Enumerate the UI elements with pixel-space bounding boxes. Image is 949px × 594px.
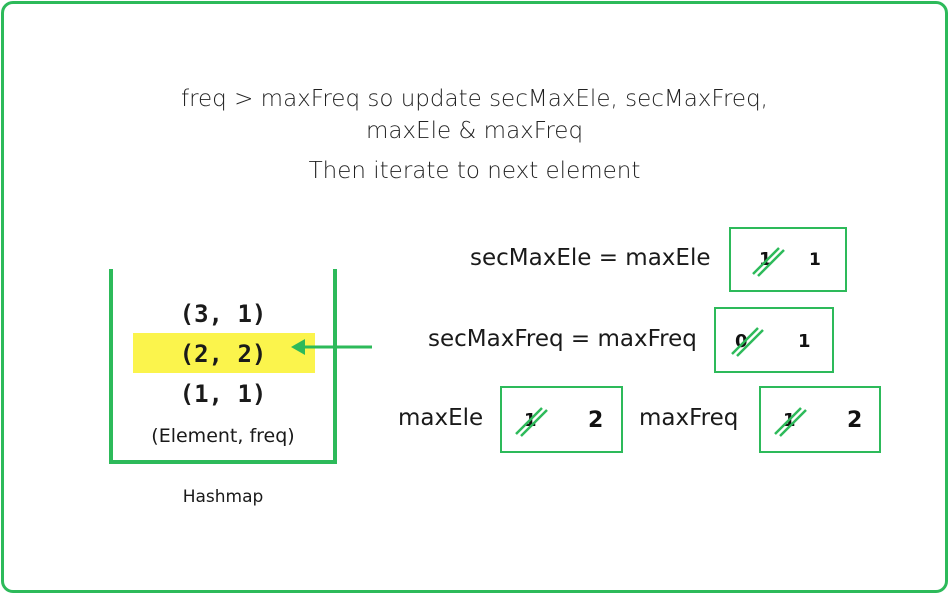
- sec-max-freq-label: secMaxFreq = maxFreq: [428, 326, 697, 352]
- strikethrough-icon: [774, 407, 807, 437]
- sec-max-ele-new-value: 1: [809, 250, 821, 270]
- strikethrough-icon: [752, 247, 785, 277]
- hashmap-label: Hashmap: [182, 487, 264, 507]
- caption-line-1: freq > maxFreq so update secMaxEle, secM…: [180, 86, 768, 112]
- max-ele-box: 1 2: [500, 386, 623, 453]
- strikethrough-icon: [731, 327, 764, 357]
- caption-line-2: maxEle & maxFreq: [365, 118, 584, 144]
- hashmap-legend: (Element, freq): [151, 425, 295, 447]
- max-ele-label: maxEle: [398, 405, 484, 431]
- hashmap-container: (3, 1) (2, 2) (1, 1) (Element, freq): [109, 269, 337, 464]
- max-freq-box: 1 2: [759, 386, 881, 453]
- hashmap-entry-0: (3, 1): [179, 300, 267, 328]
- max-freq-new-value: 2: [847, 408, 863, 433]
- sec-max-ele-box: 1 1: [729, 227, 847, 292]
- arrow-head: [291, 339, 305, 355]
- max-ele-new-value: 2: [588, 408, 604, 433]
- sec-max-freq-new-value: 1: [798, 331, 811, 352]
- highlight-row-background: [133, 333, 315, 373]
- strikethrough-icon: [515, 407, 548, 437]
- hashmap-entry-1: (2, 2): [179, 340, 267, 368]
- sec-max-freq-box: 0 1: [714, 307, 834, 373]
- caption-line-3: Then iterate to next element: [308, 158, 641, 184]
- max-freq-label: maxFreq: [639, 405, 739, 431]
- hashmap-entry-2: (1, 1): [179, 380, 267, 408]
- sec-max-ele-label: secMaxEle = maxEle: [470, 245, 711, 271]
